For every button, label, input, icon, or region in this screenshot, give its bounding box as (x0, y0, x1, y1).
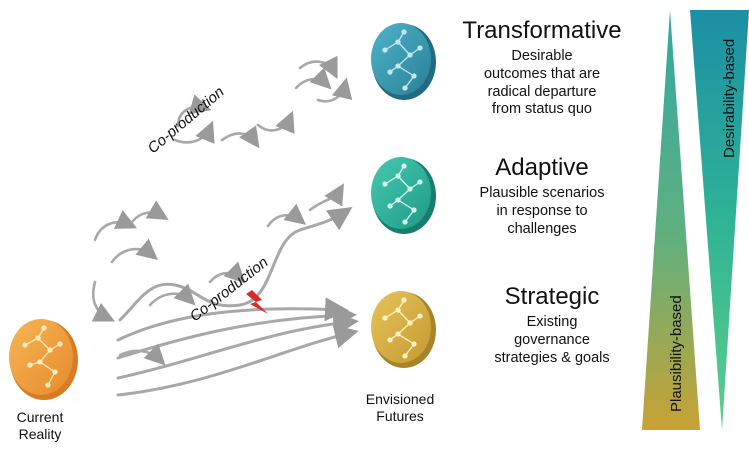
future-title: Adaptive (495, 154, 589, 181)
future-line: Desirable (511, 48, 573, 65)
future-line: Plausible scenarios (479, 185, 605, 202)
future-line: strategies & goals (494, 349, 610, 366)
future-title: Strategic (504, 283, 600, 310)
desirability-label: Desirability-based (721, 38, 738, 158)
future-line: from status quo (492, 101, 592, 118)
churn-arrows (91, 55, 353, 366)
current-line-2: Reality (18, 426, 62, 443)
future-line: in response to (496, 202, 588, 219)
coin-strategic (371, 291, 436, 368)
current-line-1: Current (16, 409, 64, 425)
future-line: governance (514, 331, 590, 348)
envisioned-futures-label: Envisioned Futures (350, 391, 450, 425)
future-transformative: Transformative Desirable outcomes that a… (452, 16, 632, 119)
coin-current (9, 319, 78, 400)
future-title: Transformative (462, 17, 622, 44)
future-adaptive: Adaptive Plausible scenarios in response… (462, 153, 622, 238)
plausibility-label: Plausibility-based (668, 295, 685, 412)
future-strategic: Strategic Existing governance strategies… (472, 282, 632, 367)
spark-icon (246, 290, 268, 314)
future-line: challenges (507, 220, 577, 237)
coin-adaptive (371, 157, 436, 234)
future-line: Existing (526, 314, 578, 331)
current-reality-label: Current Reality (0, 409, 80, 443)
coin-transformative (371, 23, 436, 100)
future-line: radical departure (487, 83, 597, 100)
plausibility-wedge (642, 10, 700, 430)
future-line: outcomes that are (483, 65, 601, 82)
envisioned-line-2: Futures (376, 408, 424, 425)
desirability-wedge (690, 10, 749, 430)
envisioned-line-1: Envisioned (365, 391, 435, 407)
